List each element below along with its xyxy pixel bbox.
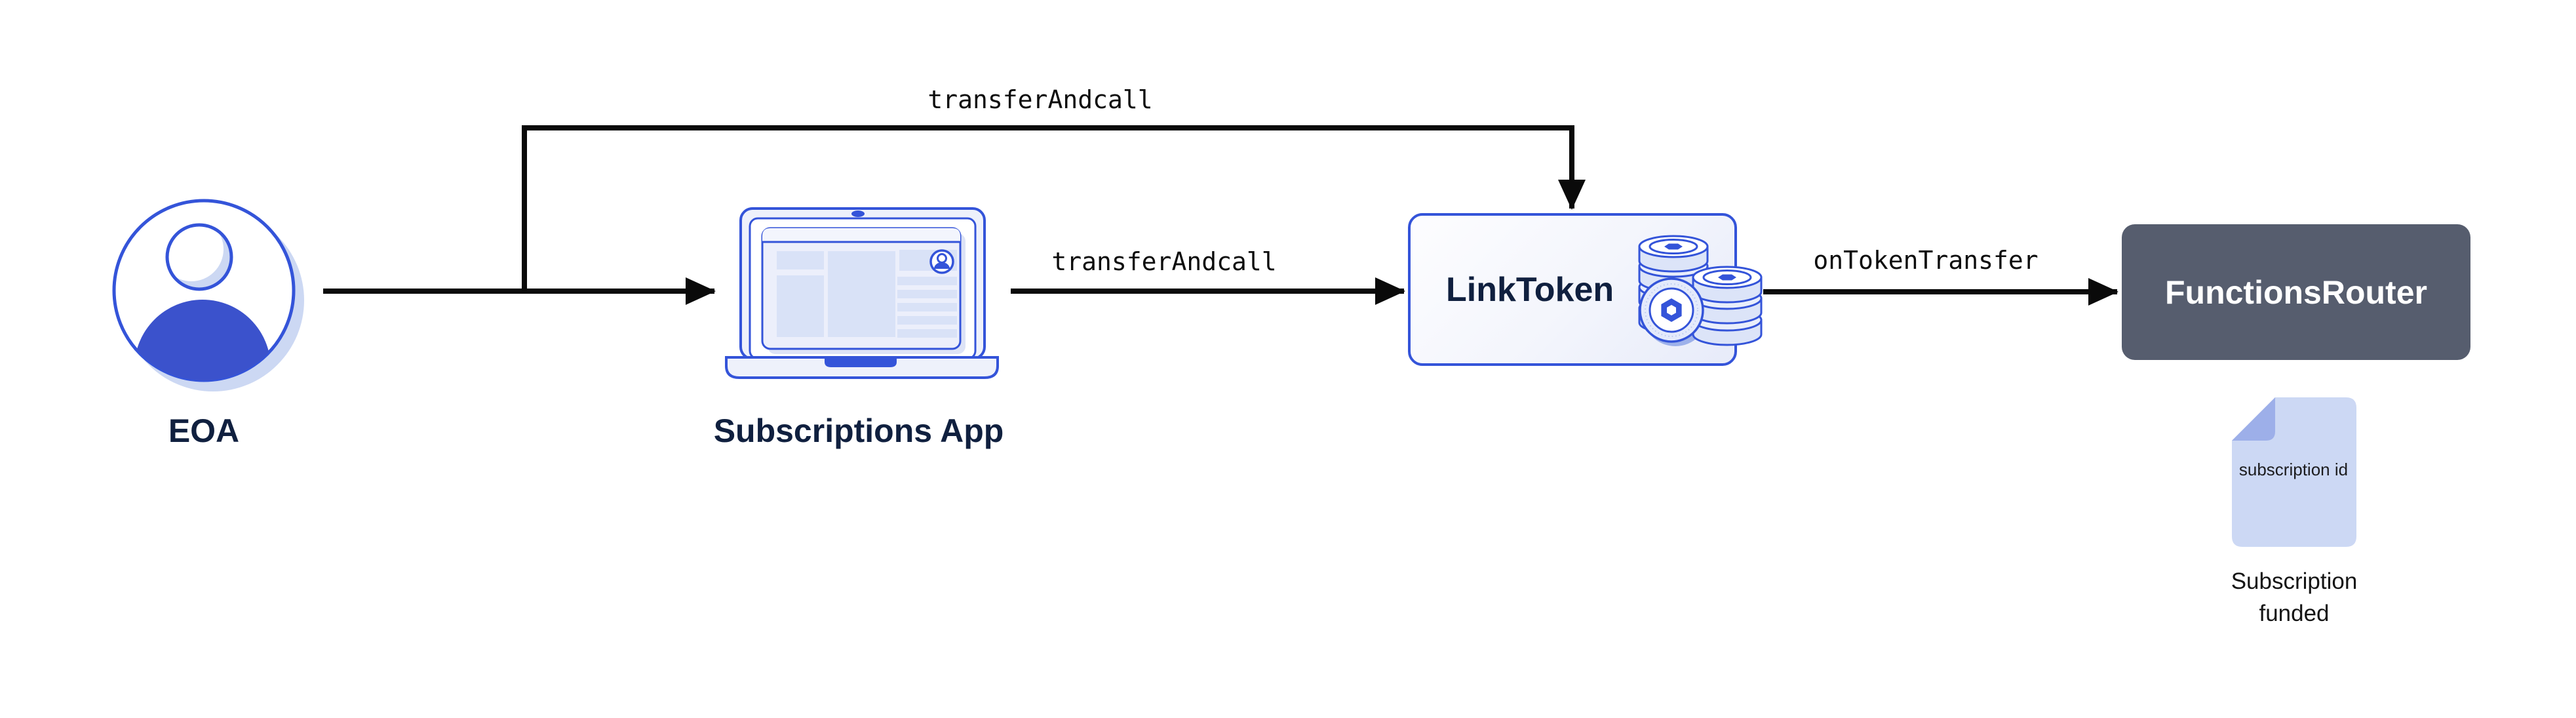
edge-label-transferandcall-top: transferAndcall — [927, 85, 1153, 114]
functionsrouter-box: FunctionsRouter — [2122, 224, 2470, 360]
coin-stack-right — [1692, 266, 1763, 346]
edge-eoa-branch-to-linktoken — [522, 125, 1586, 294]
functionsrouter-label: FunctionsRouter — [2165, 273, 2427, 311]
subscription-id-text: subscription id — [2238, 460, 2349, 479]
eoa-label: EOA — [168, 412, 240, 449]
mini-user-avatar-icon — [929, 249, 954, 274]
linktoken-label: LinkToken — [1446, 270, 1614, 309]
edge-label-transferandcall-mid: transferAndcall — [1051, 247, 1277, 276]
folded-corner — [2232, 397, 2275, 441]
document-icon — [2232, 397, 2356, 547]
edge-label-ontokentransfer: onTokenTransfer — [1813, 246, 2039, 275]
subscription-funded-caption: Subscription funded — [2231, 568, 2358, 626]
subscriptions-app-label: Subscriptions App — [713, 412, 1004, 449]
link-coins-icon — [1638, 235, 1763, 346]
person-avatar-icon — [112, 199, 304, 391]
laptop-app-icon — [725, 207, 999, 379]
chainlink-coin-icon — [1639, 277, 1704, 343]
